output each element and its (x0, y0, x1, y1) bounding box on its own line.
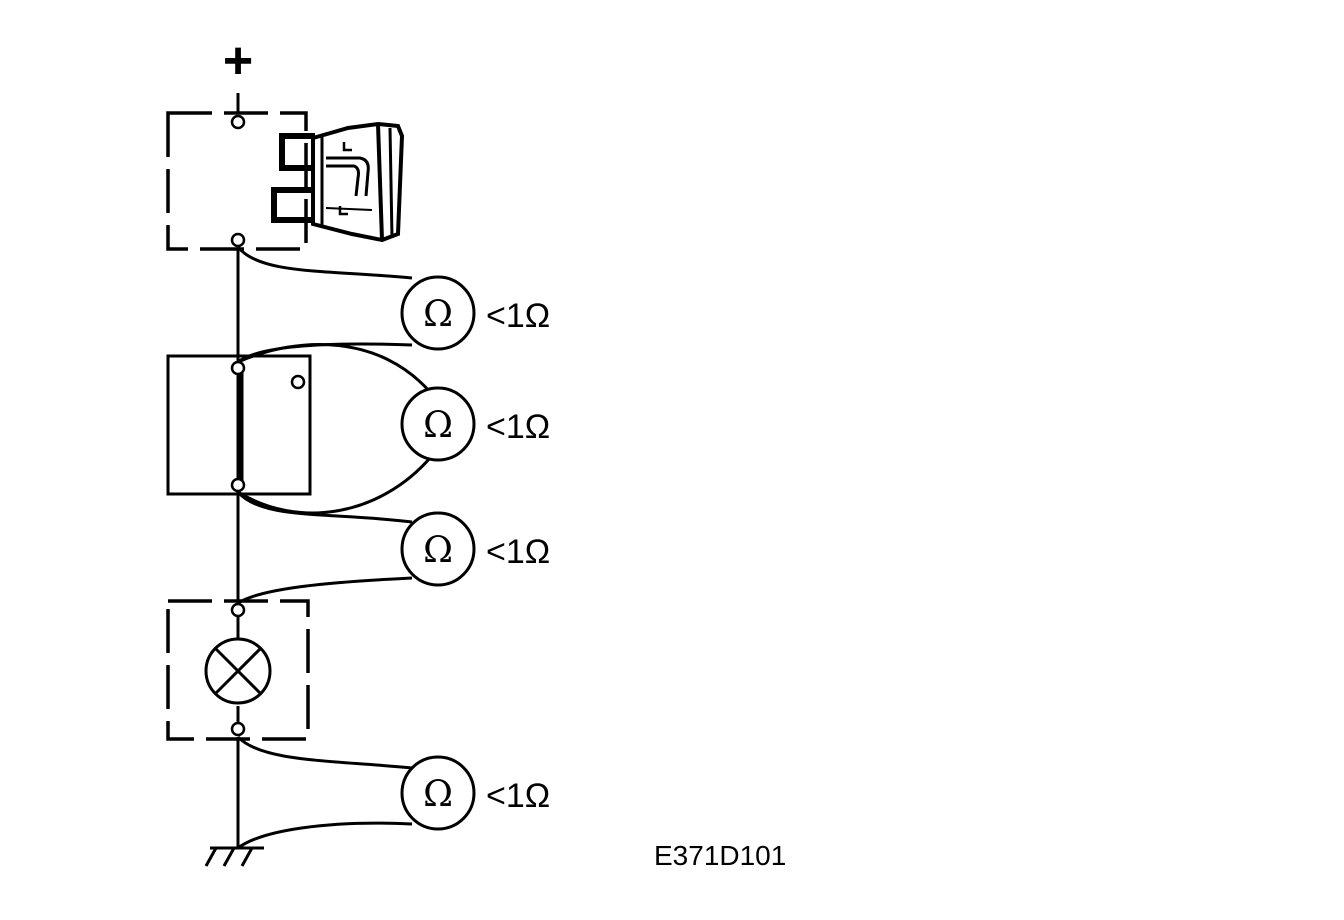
figure-code: E371D101 (654, 840, 786, 871)
ground-icon (204, 846, 264, 867)
bulb-terminal-bottom (230, 721, 246, 737)
ohm-symbol: Ω (423, 530, 453, 571)
meter-circle (400, 511, 476, 587)
ohmmeter-3: Ω <1Ω (400, 511, 550, 587)
resistance-reading: <1Ω (486, 297, 550, 335)
supply-plus-label: + (223, 32, 253, 90)
probe-lead (237, 342, 432, 393)
switch-terminal-aux (290, 374, 306, 390)
ohm-symbol: Ω (423, 774, 453, 815)
probe-lead (236, 490, 413, 524)
switch-terminal-top (230, 360, 246, 376)
meter-circle (400, 386, 476, 462)
probe-lead (236, 246, 413, 280)
ohm-symbol: Ω (423, 405, 453, 446)
ohmmeter-2: Ω <1Ω (400, 386, 550, 462)
bulb-icon (204, 637, 272, 705)
meter-circle (400, 755, 476, 831)
ohmmeter-4: Ω <1Ω (400, 755, 550, 831)
fuse-terminal-top (230, 114, 246, 130)
resistance-reading: <1Ω (486, 533, 550, 571)
probe-lead (237, 576, 413, 605)
resistance-reading: <1Ω (486, 777, 550, 815)
meter-circle (400, 275, 476, 351)
probe-lead (237, 821, 413, 850)
probe-lead (237, 457, 432, 515)
ohm-symbol: Ω (423, 294, 453, 335)
fuse-icon (271, 121, 405, 243)
fuse-terminal-bottom (230, 232, 246, 248)
fuse-box (166, 111, 308, 251)
probe-lead (236, 735, 413, 770)
resistance-reading: <1Ω (486, 408, 550, 446)
bulb-terminal-top (230, 602, 246, 618)
ohmmeter-1: Ω <1Ω (400, 275, 550, 351)
switch-terminal-bottom (230, 477, 246, 493)
